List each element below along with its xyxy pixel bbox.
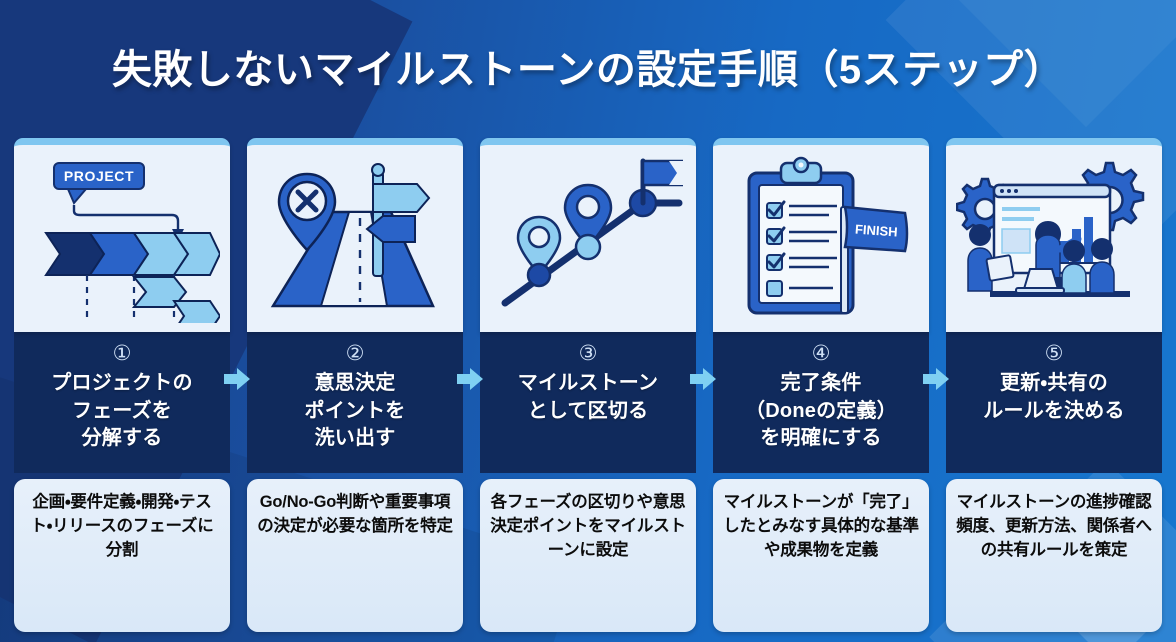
step-2-description: Go/No-Go判断や重要事項の決定が必要な箇所を特定 — [257, 493, 453, 535]
step-4-title: 完了条件 （Doneの定義） を明確にする — [745, 370, 897, 453]
step-3-icon-panel — [480, 138, 696, 332]
step-1-description-box: 企画・要件定義・開発・テスト・リリースのフェーズに分割 — [14, 479, 230, 632]
step-1-title: プロジェクトの フェーズを 分解する — [51, 370, 192, 453]
step-4-title-line-2: （Doneの定義） — [745, 399, 897, 422]
step-2-title: 意思決定 ポイントを 洗い出す — [305, 370, 406, 453]
step-2-number: ② — [345, 342, 365, 365]
step-1-title-line-1: プロジェクトの — [51, 372, 193, 394]
crossroads-signpost-icon — [270, 162, 435, 307]
step-3-title-line-2: として区切る — [527, 399, 649, 422]
step-5-head: ⑤ 更新・共有の ルールを決める — [946, 332, 1162, 473]
svg-text:FINISH: FINISH — [855, 221, 899, 239]
step-4-title-line-1: 完了条件 — [780, 372, 862, 394]
step-4-description-box: マイルストーンが「完了」したとみなす具体的な基準や成果物を定義 — [713, 479, 929, 632]
team-dashboard-gears-icon — [956, 161, 1145, 297]
arrow-right-icon — [224, 368, 250, 390]
step-4-title-line-3: を明確にする — [760, 427, 882, 450]
step-3-description: 各フェーズの区切りや意思決定ポイントをマイルストーンに設定 — [490, 493, 686, 559]
project-phase-arrows-icon: PROJECT — [44, 161, 220, 323]
step-card-1[interactable]: PROJECT ① プロジェクトの — [14, 138, 250, 632]
step-5-title-line-2: ルールを決める — [983, 399, 1125, 422]
connector-arrow-3 — [690, 366, 716, 392]
step-1-head: ① プロジェクトの フェーズを 分解する — [14, 332, 230, 473]
step-card-5[interactable]: ⑤ 更新・共有の ルールを決める マイルストーンの進捗確認頻度、更新方法、関係者… — [946, 138, 1162, 632]
step-5-number: ⑤ — [1044, 342, 1064, 365]
step-4-icon-panel: FINISH — [713, 138, 929, 332]
step-5-title: 更新・共有の ルールを決める — [983, 370, 1124, 425]
step-5-description: マイルストーンの進捗確認頻度、更新方法、関係者への共有ルールを策定 — [956, 493, 1152, 559]
milestone-path-flag-icon — [501, 158, 683, 306]
step-3-head: ③ マイルストーン として区切る — [480, 332, 696, 473]
step-2-head: ② 意思決定 ポイントを 洗い出す — [247, 332, 463, 473]
connector-arrow-2 — [457, 366, 483, 392]
step-5-icon-panel — [946, 138, 1162, 332]
step-1-title-line-3: 分解する — [81, 427, 163, 450]
step-4-description: マイルストーンが「完了」したとみなす具体的な基準や成果物を定義 — [723, 493, 919, 559]
connector-arrow-1 — [224, 366, 250, 392]
step-1-title-line-2: フェーズを — [72, 399, 172, 422]
step-4-head: ④ 完了条件 （Doneの定義） を明確にする — [713, 332, 929, 473]
step-1-number: ① — [112, 342, 132, 365]
step-4-number: ④ — [811, 342, 831, 365]
step-1-description: 企画・要件定義・開発・テスト・リリースのフェーズに分割 — [30, 493, 214, 559]
step-3-number: ③ — [578, 342, 598, 365]
step-card-2[interactable]: ② 意思決定 ポイントを 洗い出す Go/No-Go判断や重要事項の決定が必要な… — [247, 138, 483, 632]
connector-arrow-4 — [923, 366, 949, 392]
step-card-3[interactable]: ③ マイルストーン として区切る 各フェーズの区切りや意思決定ポイントをマイルス… — [480, 138, 716, 632]
step-1-icon-panel: PROJECT — [14, 138, 230, 332]
step-3-title: マイルストーン として区切る — [518, 370, 658, 425]
step-5-description-box: マイルストーンの進捗確認頻度、更新方法、関係者への共有ルールを策定 — [946, 479, 1162, 632]
clipboard-checklist-finish-flag-icon: FINISH — [747, 156, 909, 314]
steps-row: PROJECT ① プロジェクトの — [14, 138, 1162, 632]
step-2-title-line-3: 洗い出す — [314, 427, 396, 450]
arrow-right-icon — [923, 368, 949, 390]
step-3-description-box: 各フェーズの区切りや意思決定ポイントをマイルストーンに設定 — [480, 479, 696, 632]
step-3-title-line-1: マイルストーン — [517, 372, 659, 394]
step-2-icon-panel — [247, 138, 463, 332]
arrow-right-icon — [457, 368, 483, 390]
arrow-right-icon — [690, 368, 716, 390]
step-2-title-line-1: 意思決定 — [314, 372, 396, 394]
title-bar: 失敗しないマイルストーンの設定手順（5ステップ） — [0, 0, 1176, 132]
step-2-title-line-2: ポイントを — [304, 399, 406, 422]
step-5-title-line-1: 更新・共有の — [1000, 372, 1108, 394]
step-card-4[interactable]: FINISH ④ 完了条件 （Doneの定義） を明確にする マイルストーンが「… — [713, 138, 949, 632]
svg-text:PROJECT: PROJECT — [64, 168, 134, 184]
page-title: 失敗しないマイルストーンの設定手順（5ステップ） — [111, 48, 1065, 92]
step-2-description-box: Go/No-Go判断や重要事項の決定が必要な箇所を特定 — [247, 479, 463, 632]
